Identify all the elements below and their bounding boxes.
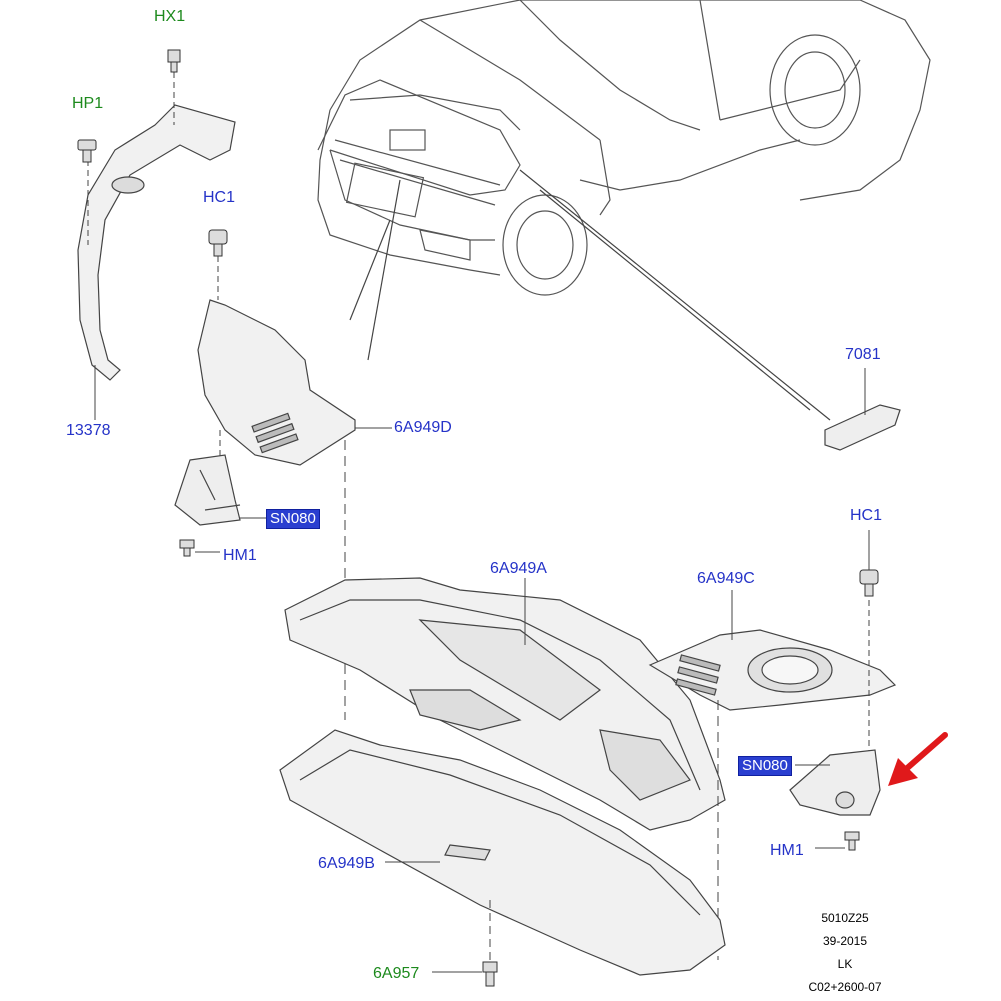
fastener-hm1-right bbox=[844, 831, 860, 851]
fastener-hc1-left bbox=[208, 229, 228, 257]
doc-info-line3: LK bbox=[837, 957, 853, 971]
doc-info-line4: C02+2600-07 bbox=[808, 980, 882, 994]
part-7081 bbox=[824, 404, 901, 451]
fastener-hc1-right bbox=[859, 569, 879, 597]
vehicle-outline bbox=[317, 0, 931, 296]
bracket-right bbox=[789, 749, 881, 816]
part-6a949d-shield bbox=[197, 299, 356, 466]
part-13378-shield bbox=[77, 104, 236, 381]
doc-info-line2: 39-2015 bbox=[822, 934, 868, 948]
fastener-hp1 bbox=[77, 139, 97, 163]
label-hc1-left: HC1 bbox=[203, 189, 236, 206]
label-sn080-right: SN080 bbox=[738, 756, 792, 776]
label-6a957: 6A957 bbox=[373, 965, 420, 982]
label-hp1: HP1 bbox=[72, 95, 104, 112]
label-6a949d: 6A949D bbox=[394, 419, 452, 436]
label-13378: 13378 bbox=[66, 422, 111, 439]
part-6a949b-tray bbox=[279, 729, 726, 976]
fastener-6a957 bbox=[482, 961, 498, 987]
vehicle-leader-lines bbox=[349, 169, 831, 421]
fastener-hm1-left bbox=[179, 539, 195, 557]
label-hx1: HX1 bbox=[154, 8, 186, 25]
bracket-left bbox=[174, 454, 241, 526]
label-hc1-right: HC1 bbox=[850, 507, 883, 524]
label-hm1-right: HM1 bbox=[770, 842, 804, 859]
label-6a949c: 6A949C bbox=[697, 570, 755, 587]
label-6a949b: 6A949B bbox=[318, 855, 375, 872]
fastener-hx1 bbox=[167, 49, 181, 73]
part-6a949a-cover bbox=[284, 577, 726, 831]
label-hm1-left: HM1 bbox=[223, 547, 257, 564]
doc-info-line1: 5010Z25 bbox=[821, 911, 869, 925]
label-sn080-left: SN080 bbox=[266, 509, 320, 529]
red-arrow-icon bbox=[888, 732, 948, 786]
part-6a949c-shield bbox=[648, 629, 897, 711]
label-7081: 7081 bbox=[845, 346, 881, 363]
label-6a949a: 6A949A bbox=[490, 560, 547, 577]
